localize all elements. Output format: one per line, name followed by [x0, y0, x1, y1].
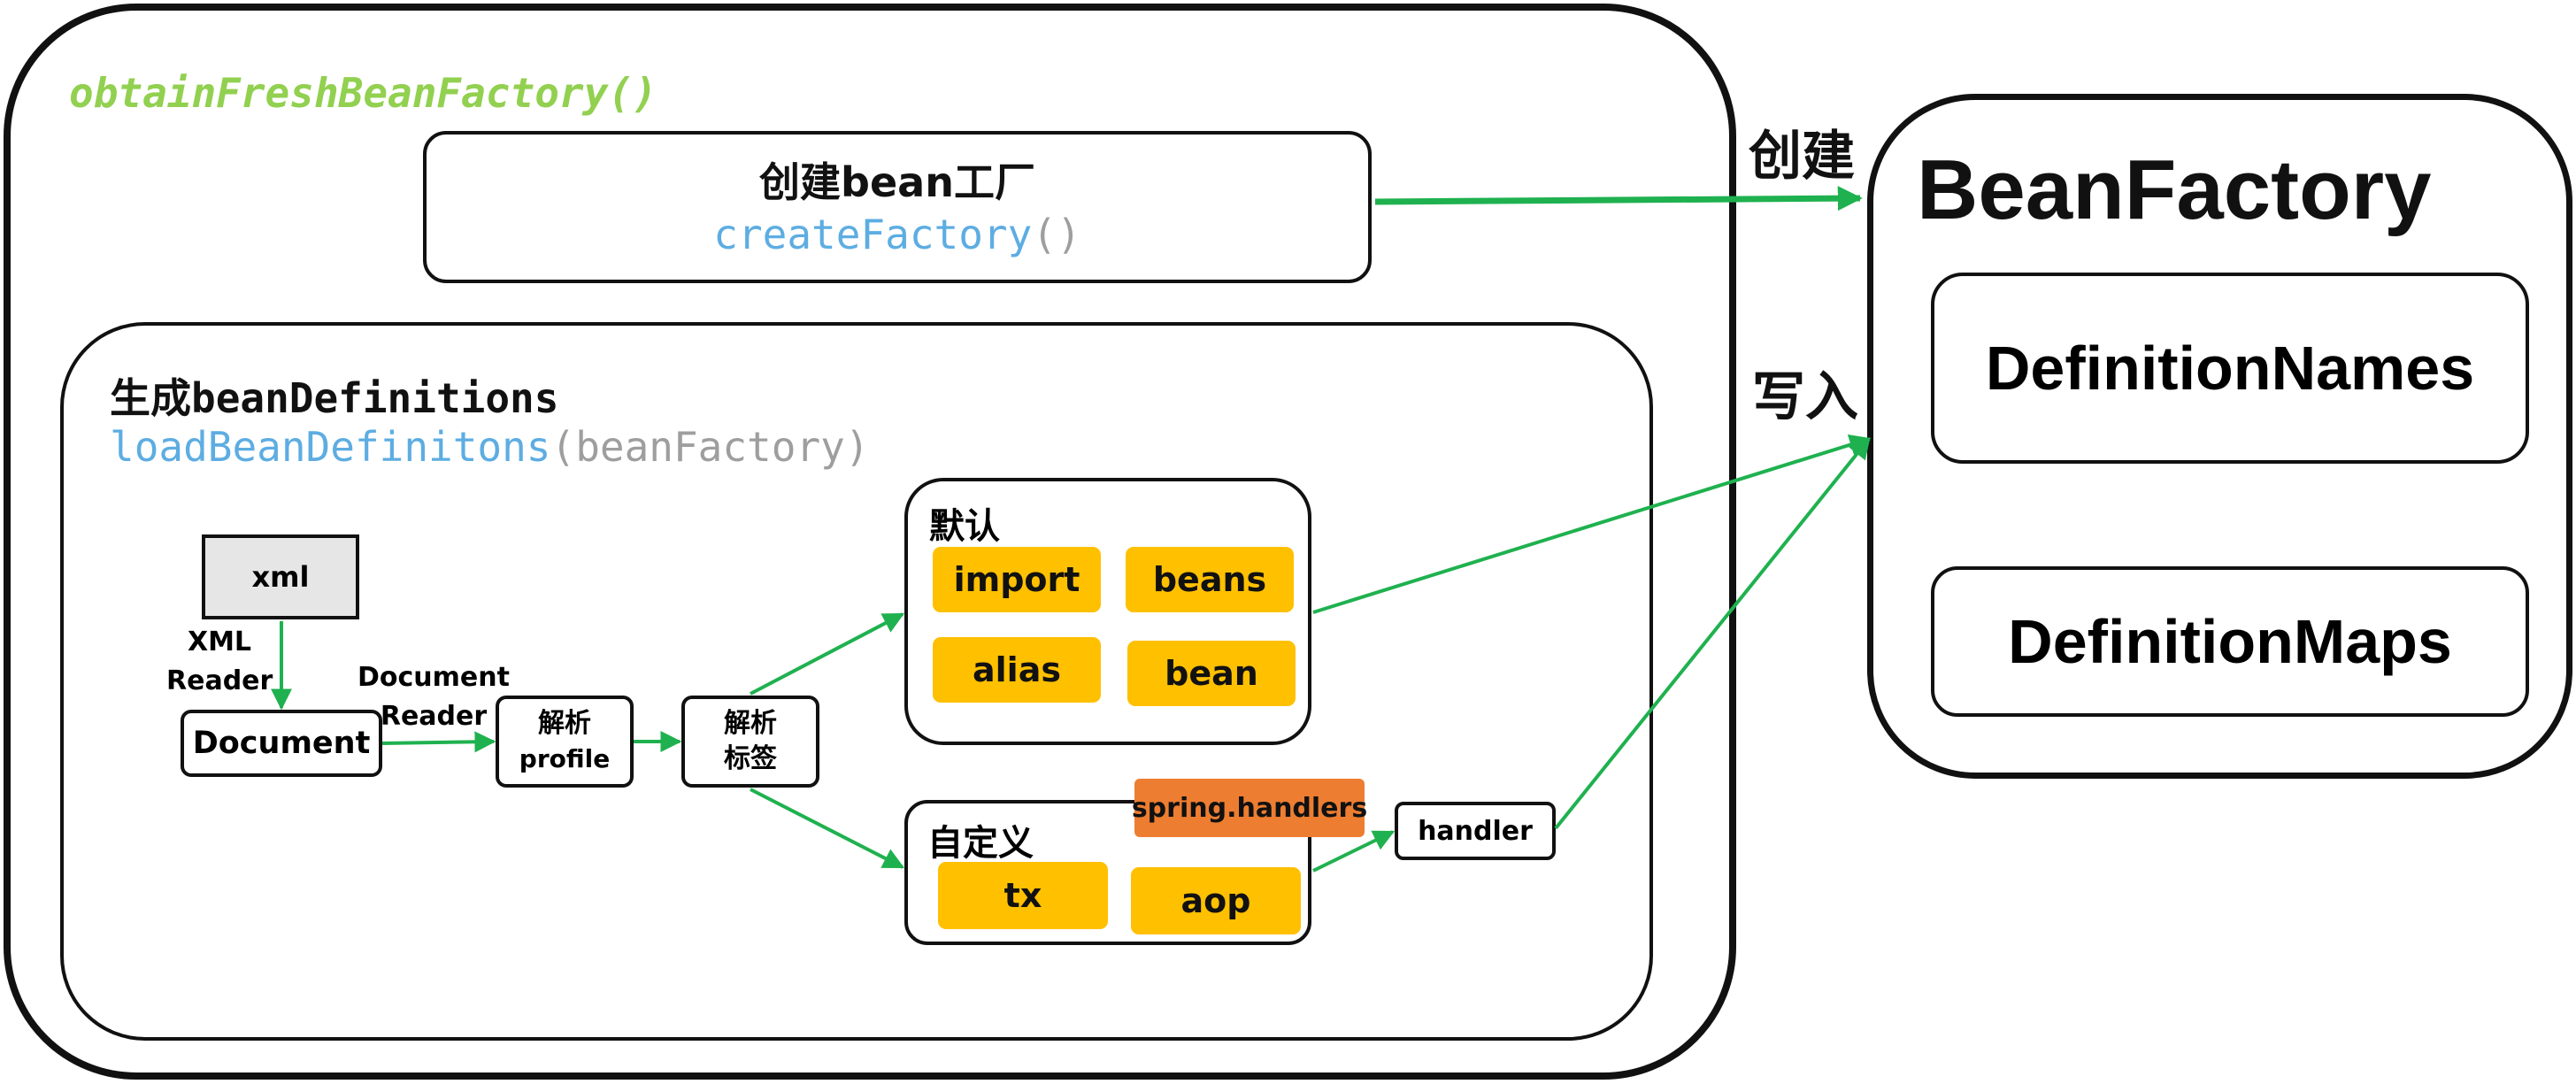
outer-title: obtainFreshBeanFactory(): [69, 69, 657, 117]
load-box-code: loadBeanDefinitons(beanFactory): [110, 423, 870, 471]
document-reader-label: Document Reader: [354, 658, 513, 736]
handler-node-label: handler: [1418, 815, 1533, 847]
load-box-title-code: beanDefinitions: [191, 374, 559, 422]
parse-tags-line2: 标签: [724, 743, 777, 774]
document-reader-label-line2: Reader: [380, 701, 488, 732]
load-box-code-args: (beanFactory): [550, 423, 870, 471]
custom-group-title: 自定义: [927, 823, 1034, 864]
write-label: 写入: [1752, 366, 1858, 428]
parse-profile-line2: profile: [519, 744, 611, 773]
parse-profile-node: 解析 profile: [496, 696, 634, 788]
create-factory-code-name: createFactory: [713, 211, 1033, 258]
document-node-label: Document: [192, 726, 371, 761]
tag-beans: beans: [1126, 547, 1294, 612]
xml-reader-label-line2: Reader: [166, 665, 273, 696]
tag-bean: bean: [1127, 641, 1296, 706]
bean-factory-title: BeanFactory: [1917, 142, 2432, 237]
load-box-title: 生成beanDefinitions: [110, 366, 558, 425]
tag-aop: aop: [1131, 867, 1301, 934]
xml-node-label: xml: [251, 560, 310, 594]
create-factory-box: 创建bean工厂 createFactory(): [423, 131, 1372, 283]
tag-tx: tx: [938, 862, 1108, 929]
spring-handlers-badge: spring.handlers: [1132, 779, 1367, 837]
definition-maps-box: DefinitionMaps: [1931, 566, 2529, 717]
handler-node: handler: [1395, 802, 1556, 860]
create-label: 创建: [1749, 126, 1855, 188]
create-factory-code-parens: (): [1032, 211, 1081, 258]
parse-tags-node: 解析 标签: [681, 696, 819, 788]
parse-tags-line1: 解析: [724, 708, 777, 739]
definition-names-box: DefinitionNames: [1931, 273, 2529, 464]
default-group-title: 默认: [929, 506, 1000, 547]
document-node: Document: [181, 710, 382, 777]
load-box-code-name: loadBeanDefinitons: [110, 423, 551, 471]
tag-import: import: [933, 547, 1101, 612]
create-factory-title: 创建bean工厂: [759, 158, 1035, 206]
xml-reader-label: XML Reader: [166, 623, 273, 701]
definition-maps-label: DefinitionMaps: [2008, 607, 2452, 676]
definition-names-label: DefinitionNames: [1985, 334, 2475, 403]
xml-reader-label-line1: XML: [187, 627, 252, 657]
xml-node: xml: [202, 534, 359, 619]
document-reader-label-line1: Document: [358, 662, 510, 693]
load-box-title-cn: 生成: [110, 374, 191, 422]
parse-profile-line1: 解析: [538, 708, 591, 739]
tag-alias: alias: [933, 637, 1101, 703]
